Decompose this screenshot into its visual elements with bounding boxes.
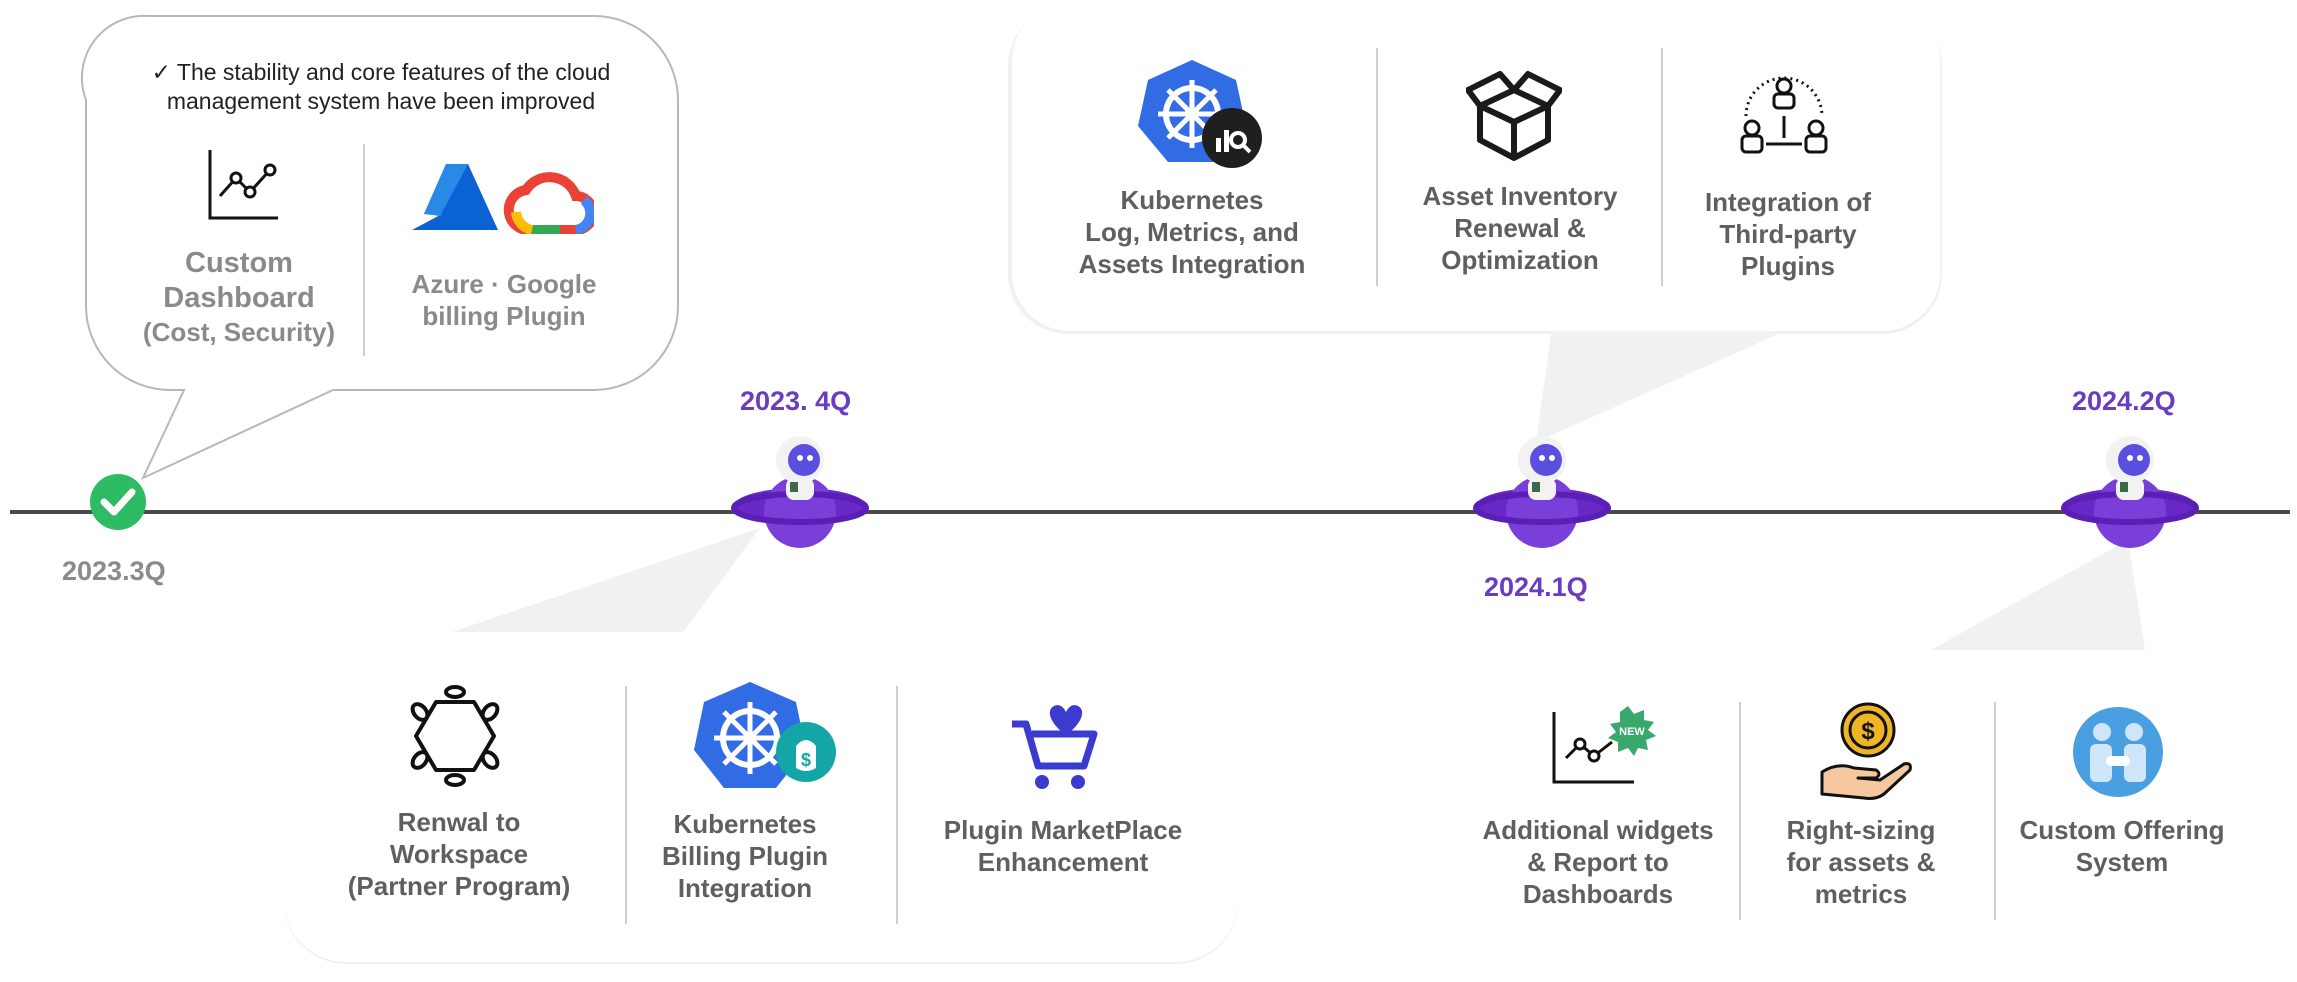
check-circle-icon <box>90 474 146 530</box>
item-kubernetes-log-title: Kubernetes Log, Metrics, and Assets Inte… <box>1078 185 1306 279</box>
svg-text:$: $ <box>1861 718 1875 745</box>
item-azure-google-title: Azure · Google billing Plugin <box>411 269 597 331</box>
hand-coin-icon: $ <box>1820 702 1912 800</box>
item-third-party-plugins: Integration of Third-party Plugins <box>1668 186 1908 282</box>
item-third-party-title: Integration of Third-party Plugins <box>1704 187 1872 281</box>
item-right-sizing-title: Right-sizing for assets & metrics <box>1786 815 1936 909</box>
item-kubernetes-billing-title: Kubernetes Billing Plugin Integration <box>661 809 829 903</box>
chart-new-badge-icon: NEW <box>1552 706 1656 784</box>
astronaut-planet-icon-2023-4q <box>731 436 869 548</box>
handshake-icon <box>2073 707 2163 797</box>
item-kubernetes-billing: Kubernetes Billing Plugin Integration <box>630 808 860 904</box>
item-kubernetes-log-metrics: Kubernetes Log, Metrics, and Assets Inte… <box>1062 184 1322 280</box>
astronaut-planet-icon-2024-1q <box>1473 436 1611 548</box>
item-custom-offering: Custom Offering System <box>2002 814 2242 878</box>
item-custom-dashboard-title: Custom Dashboard <box>163 247 315 314</box>
divider <box>1661 48 1663 286</box>
item-right-sizing: Right-sizing for assets & metrics <box>1746 814 1976 910</box>
item-asset-inventory-title: Asset Inventory Renewal & Optimization <box>1422 181 1618 275</box>
callout-2023-3q-note: ✓ The stability and core features of the… <box>151 59 611 114</box>
milestone-label-2023-3q: 2023.3Q <box>62 556 166 586</box>
divider <box>363 144 365 356</box>
divider <box>1376 48 1378 286</box>
item-renewal-workspace-title: Renwal to Workspace (Partner Program) <box>347 807 571 901</box>
item-custom-dashboard-subtitle: (Cost, Security) <box>142 317 336 347</box>
item-azure-google-plugin: Azure · Google billing Plugin <box>384 268 624 332</box>
item-custom-dashboard: Custom Dashboard (Cost, Security) <box>118 246 360 348</box>
people-network-icon <box>1740 76 1828 154</box>
milestone-label-2023-4q: 2023. 4Q <box>740 386 852 416</box>
astronaut-planet-icon-2024-2q <box>2061 436 2199 548</box>
milestone-label-2024-2q: 2024.2Q <box>2072 386 2176 416</box>
divider <box>625 686 627 924</box>
item-renewal-workspace: Renwal to Workspace (Partner Program) <box>336 806 582 902</box>
divider <box>1994 702 1996 920</box>
kubernetes-billing-icon: $ <box>694 682 836 788</box>
svg-text:$: $ <box>801 750 811 770</box>
item-plugin-marketplace: Plugin MarketPlace Enhancement <box>920 814 1206 878</box>
shopping-cart-heart-icon <box>1012 705 1098 789</box>
item-plugin-marketplace-title: Plugin MarketPlace Enhancement <box>943 815 1183 877</box>
svg-text:NEW: NEW <box>1619 726 1645 738</box>
item-asset-inventory: Asset Inventory Renewal & Optimization <box>1400 180 1640 276</box>
item-custom-offering-title: Custom Offering System <box>2019 815 2225 877</box>
open-box-icon <box>1466 71 1562 161</box>
callout-2023-3q-shape <box>80 14 679 481</box>
milestone-label-2024-1q: 2024.1Q <box>1484 572 1588 602</box>
item-additional-widgets: Additional widgets & Report to Dashboard… <box>1466 814 1730 910</box>
divider <box>896 686 898 924</box>
meeting-table-icon <box>410 685 500 787</box>
azure-google-cloud-icon <box>412 164 594 234</box>
divider <box>1739 702 1741 920</box>
callout-2024-1q-shape <box>1008 3 1942 442</box>
line-chart-icon <box>208 150 278 220</box>
kubernetes-monitoring-icon <box>1138 60 1262 168</box>
item-additional-widgets-title: Additional widgets & Report to Dashboard… <box>1482 815 1714 909</box>
